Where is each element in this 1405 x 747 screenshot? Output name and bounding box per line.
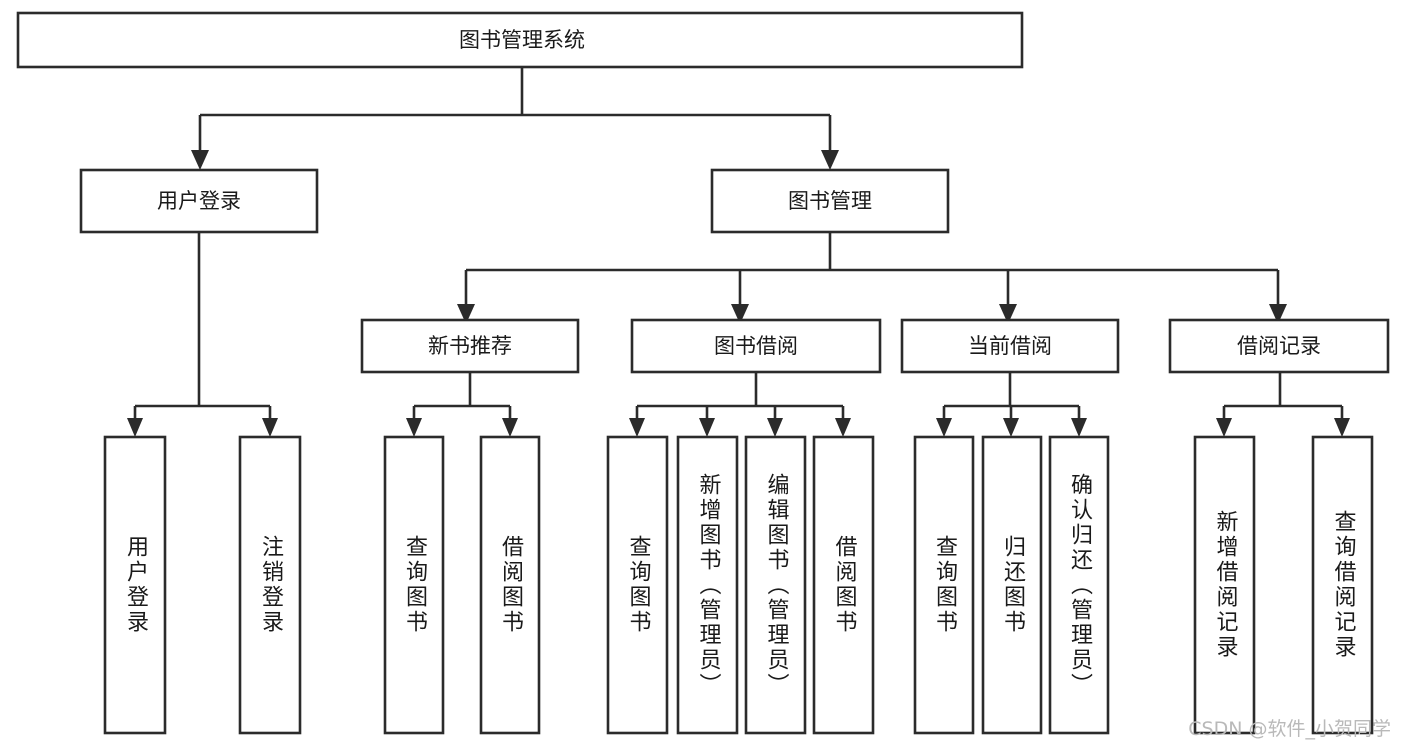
node-new-book-recommend-label: 新书推荐 [428,334,512,358]
arrow-head-leaf-add-record [1216,418,1232,437]
connector-userlogin-to-leaves [127,232,278,437]
arrow-head-leaf-borrow-book-1 [502,418,518,437]
leaf-label-return-book: 归还图书 [1000,535,1025,635]
node-current-borrow-label: 当前借阅 [968,334,1052,358]
leaf-label-logout: 注销登录 [258,535,283,635]
node-user-login-box [79,168,319,234]
connector-bookmanage-to-level3 [457,232,1287,324]
leaf-label-add-book: 新增图书（管理员） [695,472,721,698]
connector-newbook-to-leaves [406,372,518,437]
node-current-borrow-box [900,318,1120,374]
arrow-head-leaf-query-book-1 [406,418,422,437]
leaf-boxes [103,435,1374,735]
node-user-login-label: 用户登录 [157,189,241,213]
leaf-box-query-book-2[interactable] [606,435,669,735]
node-book-manage[interactable]: 图书管理 [710,168,950,234]
leaf-label-query-book-2: 查询图书 [625,535,651,635]
arrow-head-leaf-return-book [1003,418,1019,437]
leaf-label-query-book-3: 查询图书 [932,535,957,635]
leaf-box-add-record[interactable] [1193,435,1256,735]
leaf-box-add-book[interactable] [676,435,739,735]
connector-borrowrecord-to-leaves [1216,372,1350,437]
node-new-book-recommend-box [360,318,580,374]
node-user-login[interactable]: 用户登录 [79,168,319,234]
leaf-label-borrow-book-2: 借阅图书 [831,535,857,635]
node-root-box [16,11,1024,69]
leaf-box-edit-book[interactable] [744,435,807,735]
leaf-label-add-record: 新增借阅记录 [1212,510,1238,660]
arrow-head-borrow-record [1269,304,1287,324]
arrow-head-user-login [191,150,209,170]
node-book-manage-box [710,168,950,234]
leaf-box-borrow-book-1[interactable] [479,435,541,735]
leaf-box-query-book-1[interactable] [383,435,445,735]
node-book-manage-label: 图书管理 [788,189,872,213]
leaf-box-borrow-book-2[interactable] [812,435,875,735]
arrow-head-current-borrow [999,304,1017,324]
arrow-head-book-borrow [731,304,749,324]
leaf-label-borrow-book-1: 借阅图书 [498,535,523,635]
leaf-label-user-login: 用户登录 [123,535,148,635]
watermark-text: CSDN @软件_小贺同学 [1188,718,1391,740]
leaf-box-query-book-3[interactable] [913,435,975,735]
connector-currentborrow-to-leaves [936,372,1087,437]
node-book-borrow[interactable]: 图书借阅 [630,318,882,374]
leaf-box-logout[interactable] [238,435,302,735]
node-current-borrow[interactable]: 当前借阅 [900,318,1120,374]
leaf-label-query-book-1: 查询图书 [402,535,427,635]
leaf-label-query-record: 查询借阅记录 [1330,510,1356,660]
leaf-label-edit-book: 编辑图书（管理员） [763,472,789,698]
arrow-head-leaf-user-login [127,418,143,437]
connector-root-to-level2 [191,66,839,170]
node-new-book-recommend[interactable]: 新书推荐 [360,318,580,374]
arrow-head-leaf-borrow-book-2 [835,418,851,437]
node-book-borrow-label: 图书借阅 [714,334,798,358]
arrow-head-leaf-add-book [699,418,715,437]
node-root-label: 图书管理系统 [459,28,585,52]
arrow-head-leaf-query-book-3 [936,418,952,437]
leaf-box-user-login[interactable] [103,435,167,735]
node-root[interactable]: 图书管理系统 [16,11,1024,69]
arrow-head-leaf-edit-book [767,418,783,437]
arrow-head-new-book-recommend [457,304,475,324]
arrow-head-book-manage [821,150,839,170]
node-borrow-record[interactable]: 借阅记录 [1168,318,1390,374]
arrow-head-leaf-query-book-2 [629,418,645,437]
leaf-box-confirm-return[interactable] [1048,435,1110,735]
arrow-head-leaf-confirm-return [1071,418,1087,437]
connector-bookborrow-to-leaves [629,372,851,437]
node-borrow-record-box [1168,318,1390,374]
node-book-borrow-box [630,318,882,374]
arrow-head-leaf-logout [262,418,278,437]
node-borrow-record-label: 借阅记录 [1237,334,1321,358]
leaf-box-return-book[interactable] [981,435,1043,735]
arrow-head-leaf-query-record [1334,418,1350,437]
leaf-box-query-record[interactable] [1311,435,1374,735]
leaf-label-confirm-return: 确认归还（管理员） [1067,472,1092,698]
